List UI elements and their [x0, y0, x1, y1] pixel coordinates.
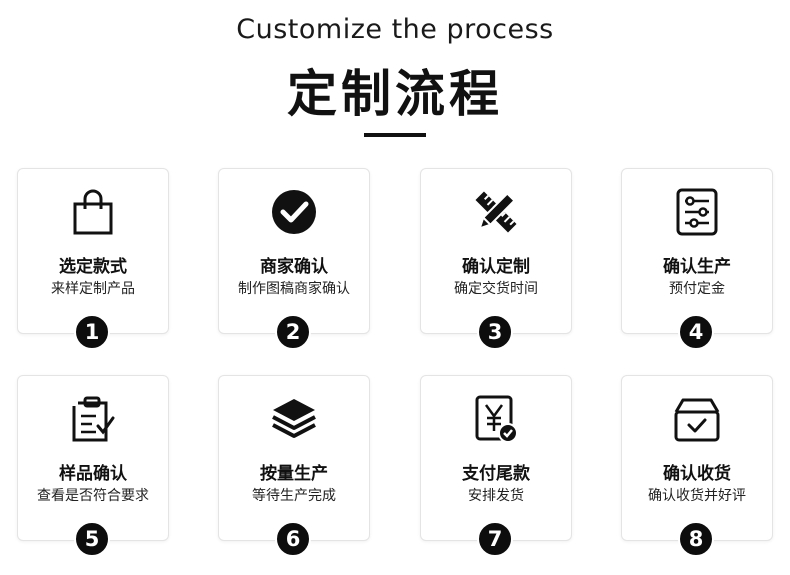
step-card-3: 确认定制 确定交货时间 [420, 168, 572, 334]
clipboard-check-icon [68, 394, 118, 444]
title-underline [364, 133, 426, 137]
step-card-5: 样品确认 查看是否符合要求 [17, 375, 169, 541]
page-title: 定制流程 [287, 65, 503, 123]
step-number-badge: 4 [678, 314, 714, 350]
step-number-badge: 3 [477, 314, 513, 350]
step-description: 确认收货并好评 [648, 488, 746, 504]
step-card-4: 确认生产 预付定金 [621, 168, 773, 334]
step-number-badge: 6 [275, 521, 311, 557]
step-description: 确定交货时间 [454, 281, 538, 297]
page-subtitle: Customize the process [236, 14, 554, 45]
step-number-badge: 1 [74, 314, 110, 350]
step-number-badge: 8 [678, 521, 714, 557]
step-card-8: 确认收货 确认收货并好评 [621, 375, 773, 541]
step-number-badge: 7 [477, 521, 513, 557]
settings-list-icon [672, 187, 722, 237]
yuan-payment-icon [471, 394, 521, 444]
step-title: 商家确认 [260, 257, 328, 277]
step-card-2: 商家确认 制作图稿商家确认 [218, 168, 370, 334]
step-description: 预付定金 [669, 281, 725, 297]
step-title: 按量生产 [260, 464, 328, 484]
shopping-bag-icon [68, 187, 118, 237]
step-title: 样品确认 [59, 464, 127, 484]
step-card-1: 选定款式 来样定制产品 [17, 168, 169, 334]
step-card-7: 支付尾款 安排发货 [420, 375, 572, 541]
layers-icon [269, 394, 319, 444]
step-description: 安排发货 [468, 488, 524, 504]
box-check-icon [672, 394, 722, 444]
step-title: 确认生产 [663, 257, 731, 277]
step-title: 确认收货 [663, 464, 731, 484]
pencil-ruler-icon [471, 187, 521, 237]
step-number-badge: 2 [275, 314, 311, 350]
check-circle-icon [269, 187, 319, 237]
step-title: 确认定制 [462, 257, 530, 277]
step-description: 等待生产完成 [252, 488, 336, 504]
step-number-badge: 5 [74, 521, 110, 557]
step-description: 来样定制产品 [51, 281, 135, 297]
step-title: 选定款式 [59, 257, 127, 277]
step-title: 支付尾款 [462, 464, 530, 484]
step-description: 制作图稿商家确认 [238, 281, 350, 297]
step-description: 查看是否符合要求 [37, 488, 149, 504]
step-card-6: 按量生产 等待生产完成 [218, 375, 370, 541]
